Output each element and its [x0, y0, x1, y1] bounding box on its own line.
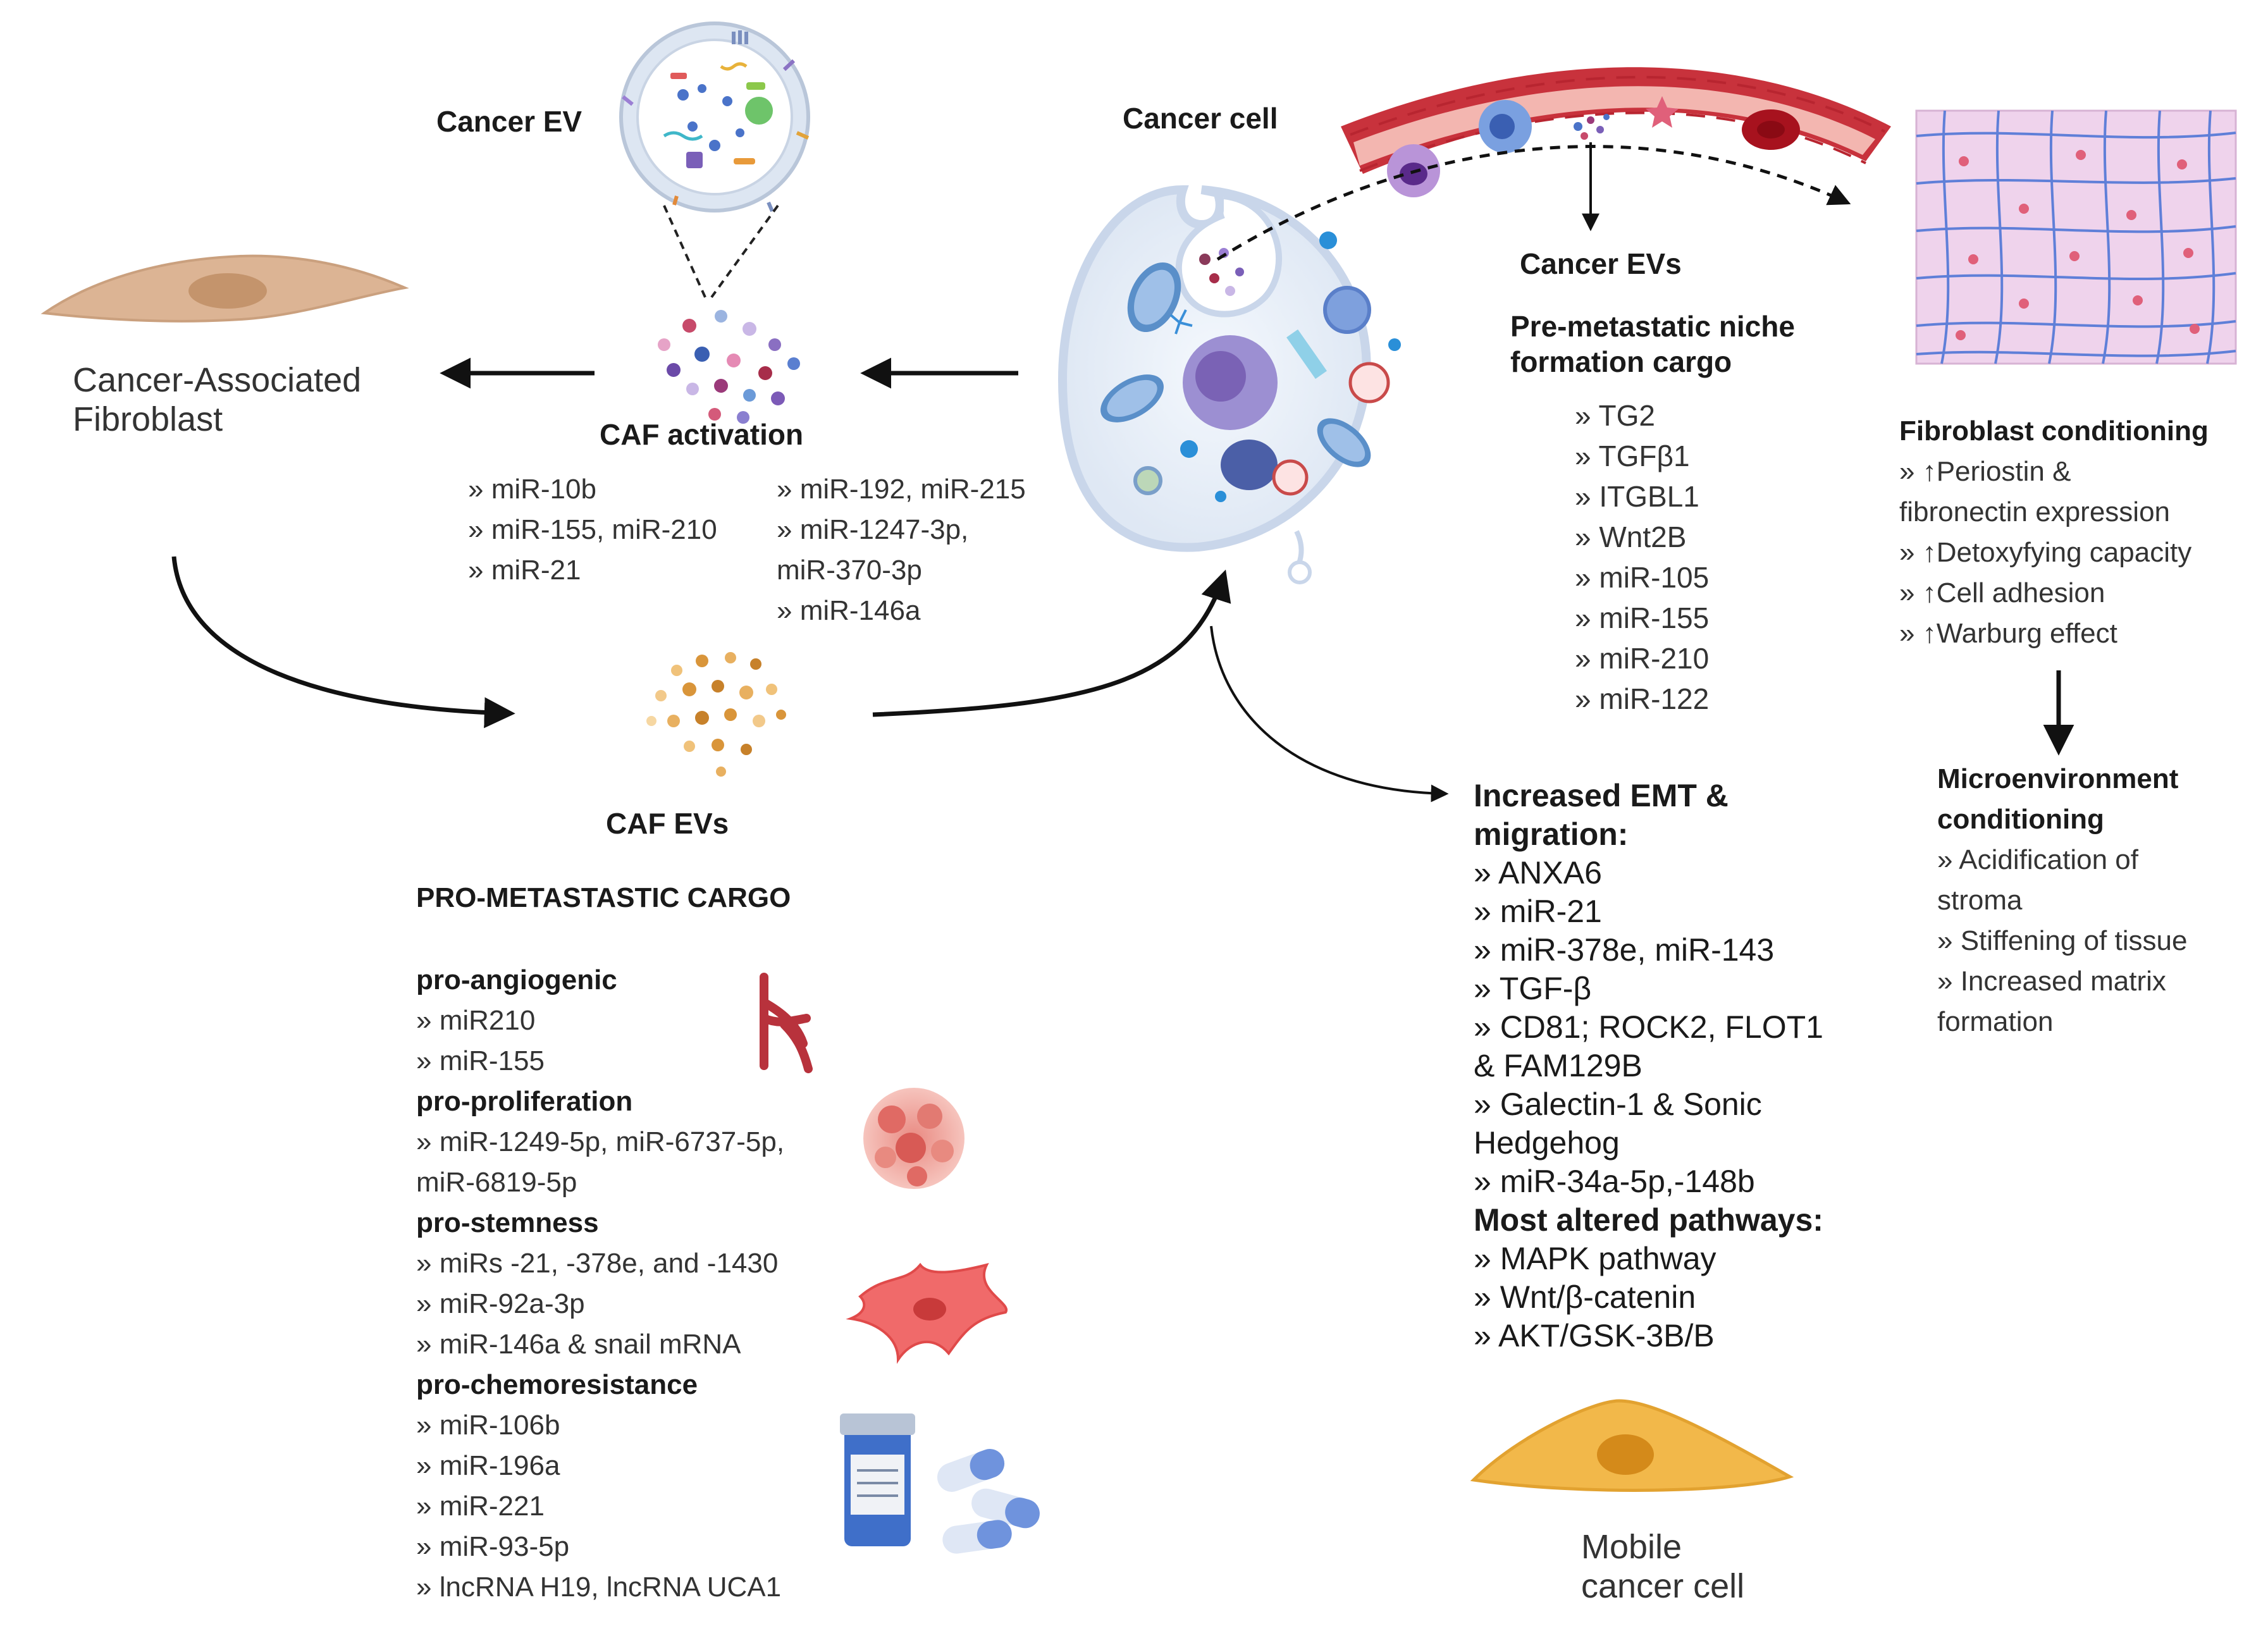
emt-item: miR-378e, miR-143	[1500, 932, 1775, 968]
cancer-ev-label: Cancer EV	[436, 105, 582, 138]
caf-label-line1: Cancer-Associated	[73, 361, 362, 399]
caf-activation-cargo-cluster	[658, 310, 800, 424]
caf-evs-label: CAF EVs	[606, 807, 729, 840]
micro-item: Increased matrix	[1960, 966, 2166, 997]
emt-item: TGF-β	[1499, 971, 1592, 1006]
cargo-item: lncRNA H19, lncRNA UCA1	[439, 1572, 782, 1603]
cargo-item: miR-122	[1575, 679, 1709, 719]
caf-mir-item: miR-10b	[468, 469, 717, 510]
cargo-item: miR-1249-5p, miR-6737-5p,	[439, 1126, 785, 1157]
caf-mir-item: miR-21	[468, 550, 717, 591]
emt-item-cont: & FAM129B	[1474, 1048, 1642, 1083]
emt-item: Galectin-1 & Sonic	[1500, 1087, 1762, 1122]
micro-item: Acidification of	[1959, 844, 2138, 875]
cancer-ev-illustration	[619, 22, 810, 212]
cargo-item: miR-196a	[439, 1450, 560, 1481]
extracellular-matrix-illustration	[1915, 109, 2237, 365]
group-title-proliferation: pro-proliferation	[416, 1086, 633, 1117]
emt-item: miR-21	[1500, 894, 1602, 929]
fibroblast-illustration	[40, 254, 409, 323]
cargo-item: miR-93-5p	[439, 1531, 570, 1562]
cargo-item: miR210	[439, 1005, 536, 1036]
cargo-item: TG2	[1575, 395, 1709, 436]
emt-title-line1: Increased EMT &	[1474, 778, 1729, 813]
cargo-item-cont: miR-6819-5p	[416, 1167, 577, 1198]
emt-item: ANXA6	[1498, 855, 1602, 890]
pre-metastatic-title-line1: Pre-metastatic niche	[1510, 310, 1795, 343]
microenvironment-title-line2: conditioning	[1937, 804, 2104, 835]
micro-item-cont: stroma	[1937, 885, 2023, 916]
emt-title-line2: migration:	[1474, 816, 1629, 852]
caf-activation-label: CAF activation	[600, 418, 804, 451]
pathway-item: MAPK pathway	[1500, 1241, 1716, 1276]
pre-metastatic-niche-block: Pre-metastatic niche formation cargo	[1510, 309, 1795, 379]
tumor-spheroid-icon	[863, 1088, 965, 1189]
caf-activation-list-right: » miR-192, miR-215 » miR-1247-3p, miR-37…	[777, 474, 1026, 626]
caf-mir-item: miR-146a	[799, 595, 921, 626]
cargo-item: miR-155	[439, 1045, 545, 1076]
caf-activation-list-left: miR-10b miR-155, miR-210 miR-21	[468, 469, 717, 591]
cancer-evs-label: Cancer EVs	[1520, 247, 1682, 280]
cargo-item: miR-106b	[439, 1410, 560, 1441]
fibroblast-conditioning-block: Fibroblast conditioning » ↑Periostin & f…	[1899, 411, 2209, 654]
pathway-item: Wnt/β-catenin	[1500, 1279, 1696, 1315]
pathway-item: AKT/GSK-3B/B	[1498, 1318, 1715, 1353]
cargo-item: miR-221	[439, 1491, 545, 1522]
mobile-cell-label-line2: cancer cell	[1581, 1567, 1745, 1605]
pro-metastatic-cargo-block: pro-angiogenic » miR210 » miR-155 pro-pr…	[416, 960, 784, 1608]
caf-mir-item: miR-1247-3p,	[799, 514, 969, 545]
conditioning-item-cont: fibronectin expression	[1899, 496, 2171, 527]
cargo-item: TGFβ1	[1575, 436, 1709, 476]
mobile-cell-label-line1: Mobile	[1581, 1528, 1682, 1566]
blood-vessel-illustration	[1341, 67, 1891, 197]
pre-metastatic-cargo-list: TG2 TGFβ1 ITGBL1 Wnt2B miR-105 miR-155 m…	[1575, 395, 1710, 719]
group-title-stemness: pro-stemness	[416, 1207, 599, 1238]
microenvironment-title-line1: Microenvironment	[1937, 763, 2179, 794]
emt-block: Increased EMT & migration: » ANXA6 » miR…	[1474, 778, 1823, 1353]
cargo-item: miR-105	[1575, 557, 1709, 598]
conditioning-item: ↑Periostin &	[1922, 456, 2071, 487]
caf-mir-item: miR-370-3p	[777, 555, 922, 586]
emt-item: miR-34a-5p,-148b	[1500, 1164, 1755, 1199]
micro-item: Stiffening of tissue	[1960, 925, 2188, 956]
emt-item-cont: Hedgehog	[1474, 1125, 1620, 1161]
cargo-item: miR-92a-3p	[439, 1288, 585, 1319]
caf-mir-item: miR-192, miR-215	[799, 474, 1026, 505]
conditioning-item: ↑Warburg effect	[1922, 618, 2117, 649]
emt-item: CD81; ROCK2, FLOT1	[1500, 1009, 1823, 1045]
cancer-cell-label: Cancer cell	[1123, 102, 1278, 135]
stem-cell-icon	[846, 1262, 1008, 1364]
pre-metastatic-title-line2: formation cargo	[1510, 345, 1732, 378]
cancer-cell-illustration	[1057, 185, 1401, 584]
conditioning-item: ↑Cell adhesion	[1922, 577, 2105, 608]
pills-icon	[937, 1449, 1040, 1554]
caf-mir-item: miR-155, miR-210	[468, 510, 717, 550]
pro-metastatic-title: PRO-METASTASTIC CARGO	[416, 882, 791, 913]
microenvironment-block: Microenvironment conditioning » Acidific…	[1937, 759, 2187, 1042]
cargo-item: miR-210	[1575, 638, 1709, 679]
caf-label-line2: Fibroblast	[73, 400, 223, 438]
mobile-cancer-cell-illustration	[1470, 1399, 1794, 1492]
cargo-item: miRs -21, -378e, and -1430	[439, 1248, 779, 1279]
fibroblast-conditioning-title: Fibroblast conditioning	[1899, 416, 2209, 446]
cargo-item: Wnt2B	[1575, 517, 1709, 557]
caf-evs-cluster	[646, 652, 786, 777]
conditioning-item: ↑Detoxyfying capacity	[1922, 537, 2192, 568]
drug-bottle-icon	[840, 1413, 915, 1546]
cargo-item: miR-146a & snail mRNA	[439, 1329, 741, 1360]
cargo-item: ITGBL1	[1575, 476, 1709, 517]
group-title-angiogenic: pro-angiogenic	[416, 964, 617, 995]
group-title-chemoresistance: pro-chemoresistance	[416, 1369, 698, 1400]
cargo-item: miR-155	[1575, 598, 1709, 638]
pathways-title: Most altered pathways:	[1474, 1202, 1823, 1238]
vessel-branch-icon	[760, 973, 813, 1073]
micro-item-cont: formation	[1937, 1006, 2054, 1037]
